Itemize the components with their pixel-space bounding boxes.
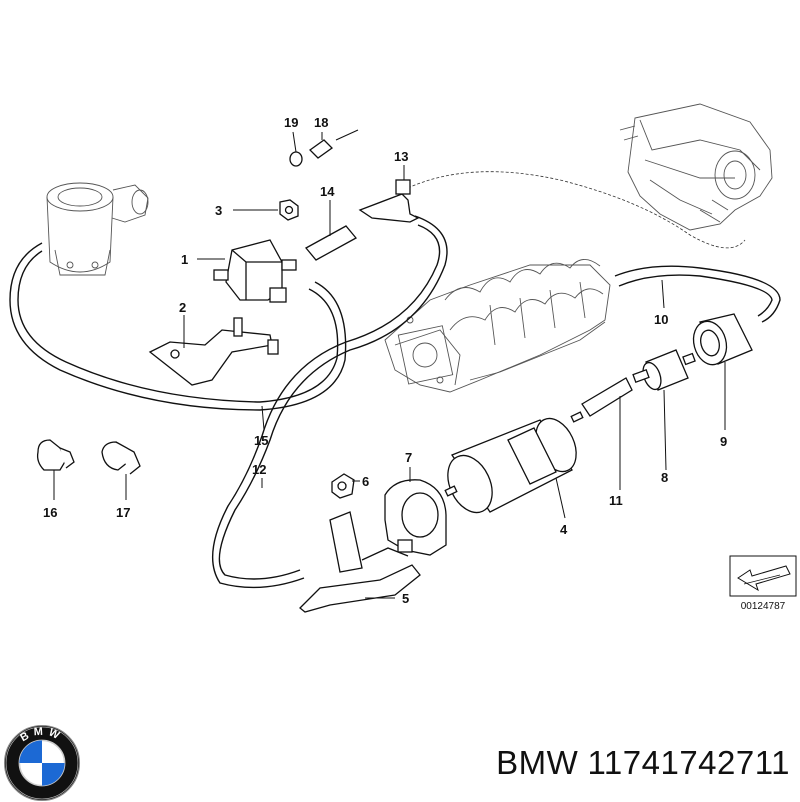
callout-14: 14 [320,184,335,199]
part-7-mount [384,479,447,556]
part-4-fuel-filter [444,411,584,514]
callout-10: 10 [654,312,668,327]
part-17-clip [101,441,141,475]
part-11-hose [581,377,633,417]
callout-7: 7 [405,450,412,465]
callout-2: 2 [179,300,186,315]
part-14-hose [304,225,358,261]
hoses [9,171,781,589]
part-1-solenoid-valve [213,239,297,303]
air-filter-housing [619,103,773,231]
throttle-body [46,182,149,276]
bmw-logo-icon: BMW [3,724,81,802]
part-2-bracket [148,317,279,386]
reference-number: 00124787 [741,601,786,612]
callout-1: 1 [181,252,188,267]
callout-13: 13 [394,149,408,164]
part-6-grommet [331,473,355,499]
brand-name: BMW [496,744,579,781]
part-title: BMW 11741742711 [385,738,790,788]
callout-16: 16 [43,505,57,520]
callout-12: 12 [252,462,266,477]
part-19-o-ring [289,151,303,167]
callout-15: 15 [254,433,268,448]
leader-lines [53,129,726,599]
callout-17: 17 [116,505,130,520]
reference-arrow-icon [737,565,791,592]
callout-8: 8 [661,470,668,485]
callout-18: 18 [314,115,328,130]
part-13-connector [358,179,420,223]
part-number: 11741742711 [587,744,790,781]
part-18-hose-piece [308,139,334,159]
callout-3: 3 [215,203,222,218]
callout-11: 11 [609,493,623,508]
callout-9: 9 [720,434,727,449]
part-5-bracket [299,511,421,613]
callout-labels: 1 2 3 4 5 6 7 8 9 10 11 12 13 14 15 16 1… [43,115,727,606]
callout-4: 4 [560,522,568,537]
part-9-ring-mount [692,313,753,366]
part-16-clip [36,439,75,471]
intake-manifold [384,259,611,393]
part-3-nut [279,199,299,221]
reference-box: 00124787 [729,555,797,612]
callout-6: 6 [362,474,369,489]
callout-19: 19 [284,115,298,130]
part-8-filter [632,349,696,391]
callout-5: 5 [402,591,409,606]
